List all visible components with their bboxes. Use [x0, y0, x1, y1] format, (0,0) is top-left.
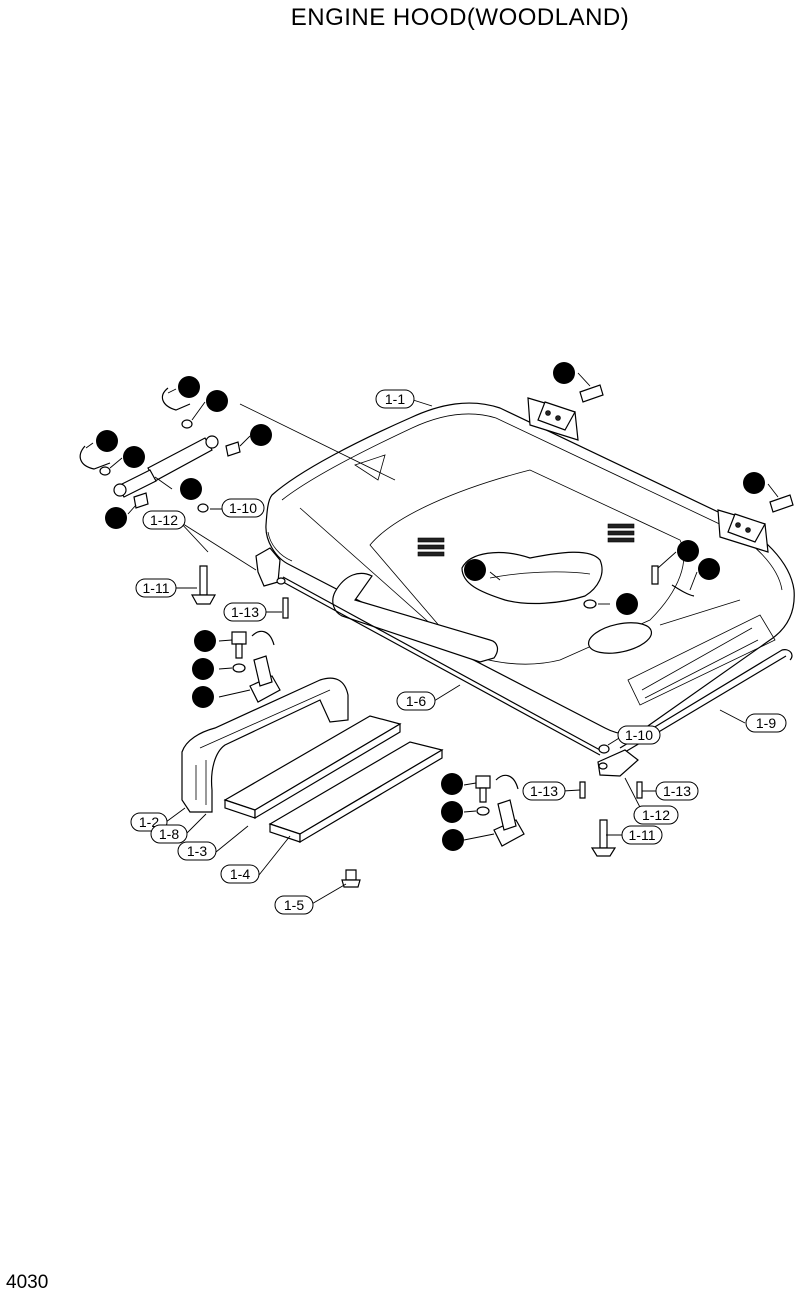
- screw-1-5: [341, 869, 361, 888]
- callout-32c: 32: [192, 658, 214, 680]
- svg-text:37: 37: [701, 561, 717, 577]
- svg-text:32: 32: [444, 804, 460, 820]
- bolt-1-11b: [590, 819, 617, 857]
- callout-29b: 29: [441, 773, 463, 795]
- callout-34: 34: [616, 593, 638, 615]
- svg-text:1-10: 1-10: [229, 500, 257, 516]
- svg-text:1-9: 1-9: [756, 715, 776, 731]
- callout-29a: 29: [194, 630, 216, 652]
- svg-text:1-13: 1-13: [231, 604, 259, 620]
- callout-31: 31: [677, 540, 699, 562]
- svg-text:36: 36: [181, 379, 197, 395]
- seal-strip-right: [619, 649, 793, 749]
- svg-text:1-10: 1-10: [625, 727, 653, 743]
- diagram-title: ENGINE HOOD(WOODLAND): [290, 4, 630, 31]
- bolt-31: [651, 565, 659, 585]
- svg-text:1-12: 1-12: [642, 807, 670, 823]
- callout-24a: 24: [192, 686, 214, 708]
- svg-text:1-1: 1-1: [385, 391, 405, 407]
- bolt-1-11a: [190, 565, 217, 605]
- svg-text:34: 34: [619, 596, 635, 612]
- svg-text:1-4: 1-4: [230, 866, 250, 882]
- callout-35a: 35: [250, 424, 272, 446]
- corner-bracket-right: [597, 749, 639, 777]
- hose: [461, 551, 603, 605]
- callout-1-13a: 1-13: [223, 602, 267, 622]
- callout-1-5: 1-5: [274, 895, 314, 915]
- callout-1-13c: 1-13: [655, 781, 699, 801]
- svg-text:32: 32: [209, 393, 225, 409]
- page-number: 4030: [6, 1272, 49, 1293]
- washer-34: [583, 599, 597, 609]
- svg-text:35: 35: [253, 427, 269, 443]
- callout-32d: 32: [441, 801, 463, 823]
- bolt-35b: [133, 492, 149, 509]
- svg-text:29: 29: [197, 633, 213, 649]
- callout-23: 23: [464, 559, 486, 581]
- callout-1-13b: 1-13: [522, 781, 566, 801]
- svg-text:22: 22: [183, 481, 199, 497]
- latch-assembly-left: [231, 630, 281, 703]
- lock-pin-36a: [161, 387, 191, 411]
- svg-text:1-11: 1-11: [629, 827, 656, 843]
- seal-strip-front: [282, 581, 601, 756]
- callout-1-6: 1-6: [396, 691, 436, 711]
- callout-1-10a: 1-10: [221, 498, 265, 518]
- callout-36b: 36: [96, 430, 118, 452]
- svg-text:1-12: 1-12: [150, 512, 178, 528]
- callout-1-4: 1-4: [220, 864, 260, 884]
- svg-text:1-11: 1-11: [143, 580, 170, 596]
- callout-1-9: 1-9: [745, 713, 787, 733]
- callout-32b: 32: [123, 446, 145, 468]
- callout-26a: 26: [553, 362, 575, 384]
- hinge-bracket-upper: [527, 384, 604, 441]
- svg-text:24: 24: [445, 832, 461, 848]
- callout-1-11b: 1-11: [621, 825, 663, 845]
- callout-1-10b: 1-10: [617, 725, 661, 745]
- svg-text:31: 31: [680, 543, 696, 559]
- callout-32a: 32: [206, 390, 228, 412]
- svg-text:1-8: 1-8: [159, 826, 179, 842]
- svg-text:24: 24: [195, 689, 211, 705]
- svg-text:26: 26: [556, 365, 572, 381]
- gas-strut: [113, 403, 396, 498]
- callout-24b: 24: [442, 829, 464, 851]
- lock-pin-36b: [79, 445, 111, 470]
- callout-36a: 36: [178, 376, 200, 398]
- callout-35b: 35: [105, 507, 127, 529]
- callout-1-3: 1-3: [177, 841, 217, 861]
- svg-text:26: 26: [746, 475, 762, 491]
- latch-assembly-right: [475, 774, 525, 847]
- svg-text:1-5: 1-5: [284, 897, 304, 913]
- callout-22: 22: [180, 478, 202, 500]
- callout-26b: 26: [743, 472, 765, 494]
- svg-text:1-6: 1-6: [406, 693, 426, 709]
- callout-37: 37: [698, 558, 720, 580]
- svg-text:1-13: 1-13: [530, 783, 558, 799]
- hinge-bracket-lower: [717, 494, 794, 553]
- svg-text:35: 35: [108, 510, 124, 526]
- bolt-35a: [225, 441, 241, 457]
- callout-1-11a: 1-11: [135, 578, 177, 598]
- callout-1-1: 1-1: [375, 389, 415, 409]
- svg-text:23: 23: [467, 562, 483, 578]
- svg-text:32: 32: [126, 449, 142, 465]
- svg-text:1-13: 1-13: [663, 783, 691, 799]
- svg-text:32: 32: [195, 661, 211, 677]
- pin-37: [671, 584, 695, 597]
- svg-text:1-3: 1-3: [187, 843, 207, 859]
- callout-1-12a: 1-12: [142, 510, 186, 530]
- callout-1-8: 1-8: [150, 824, 188, 844]
- callout-1-12b: 1-12: [633, 805, 679, 825]
- svg-text:1-2: 1-2: [139, 814, 159, 830]
- svg-text:36: 36: [99, 433, 115, 449]
- svg-text:29: 29: [444, 776, 460, 792]
- side-frame-guard: [181, 677, 349, 813]
